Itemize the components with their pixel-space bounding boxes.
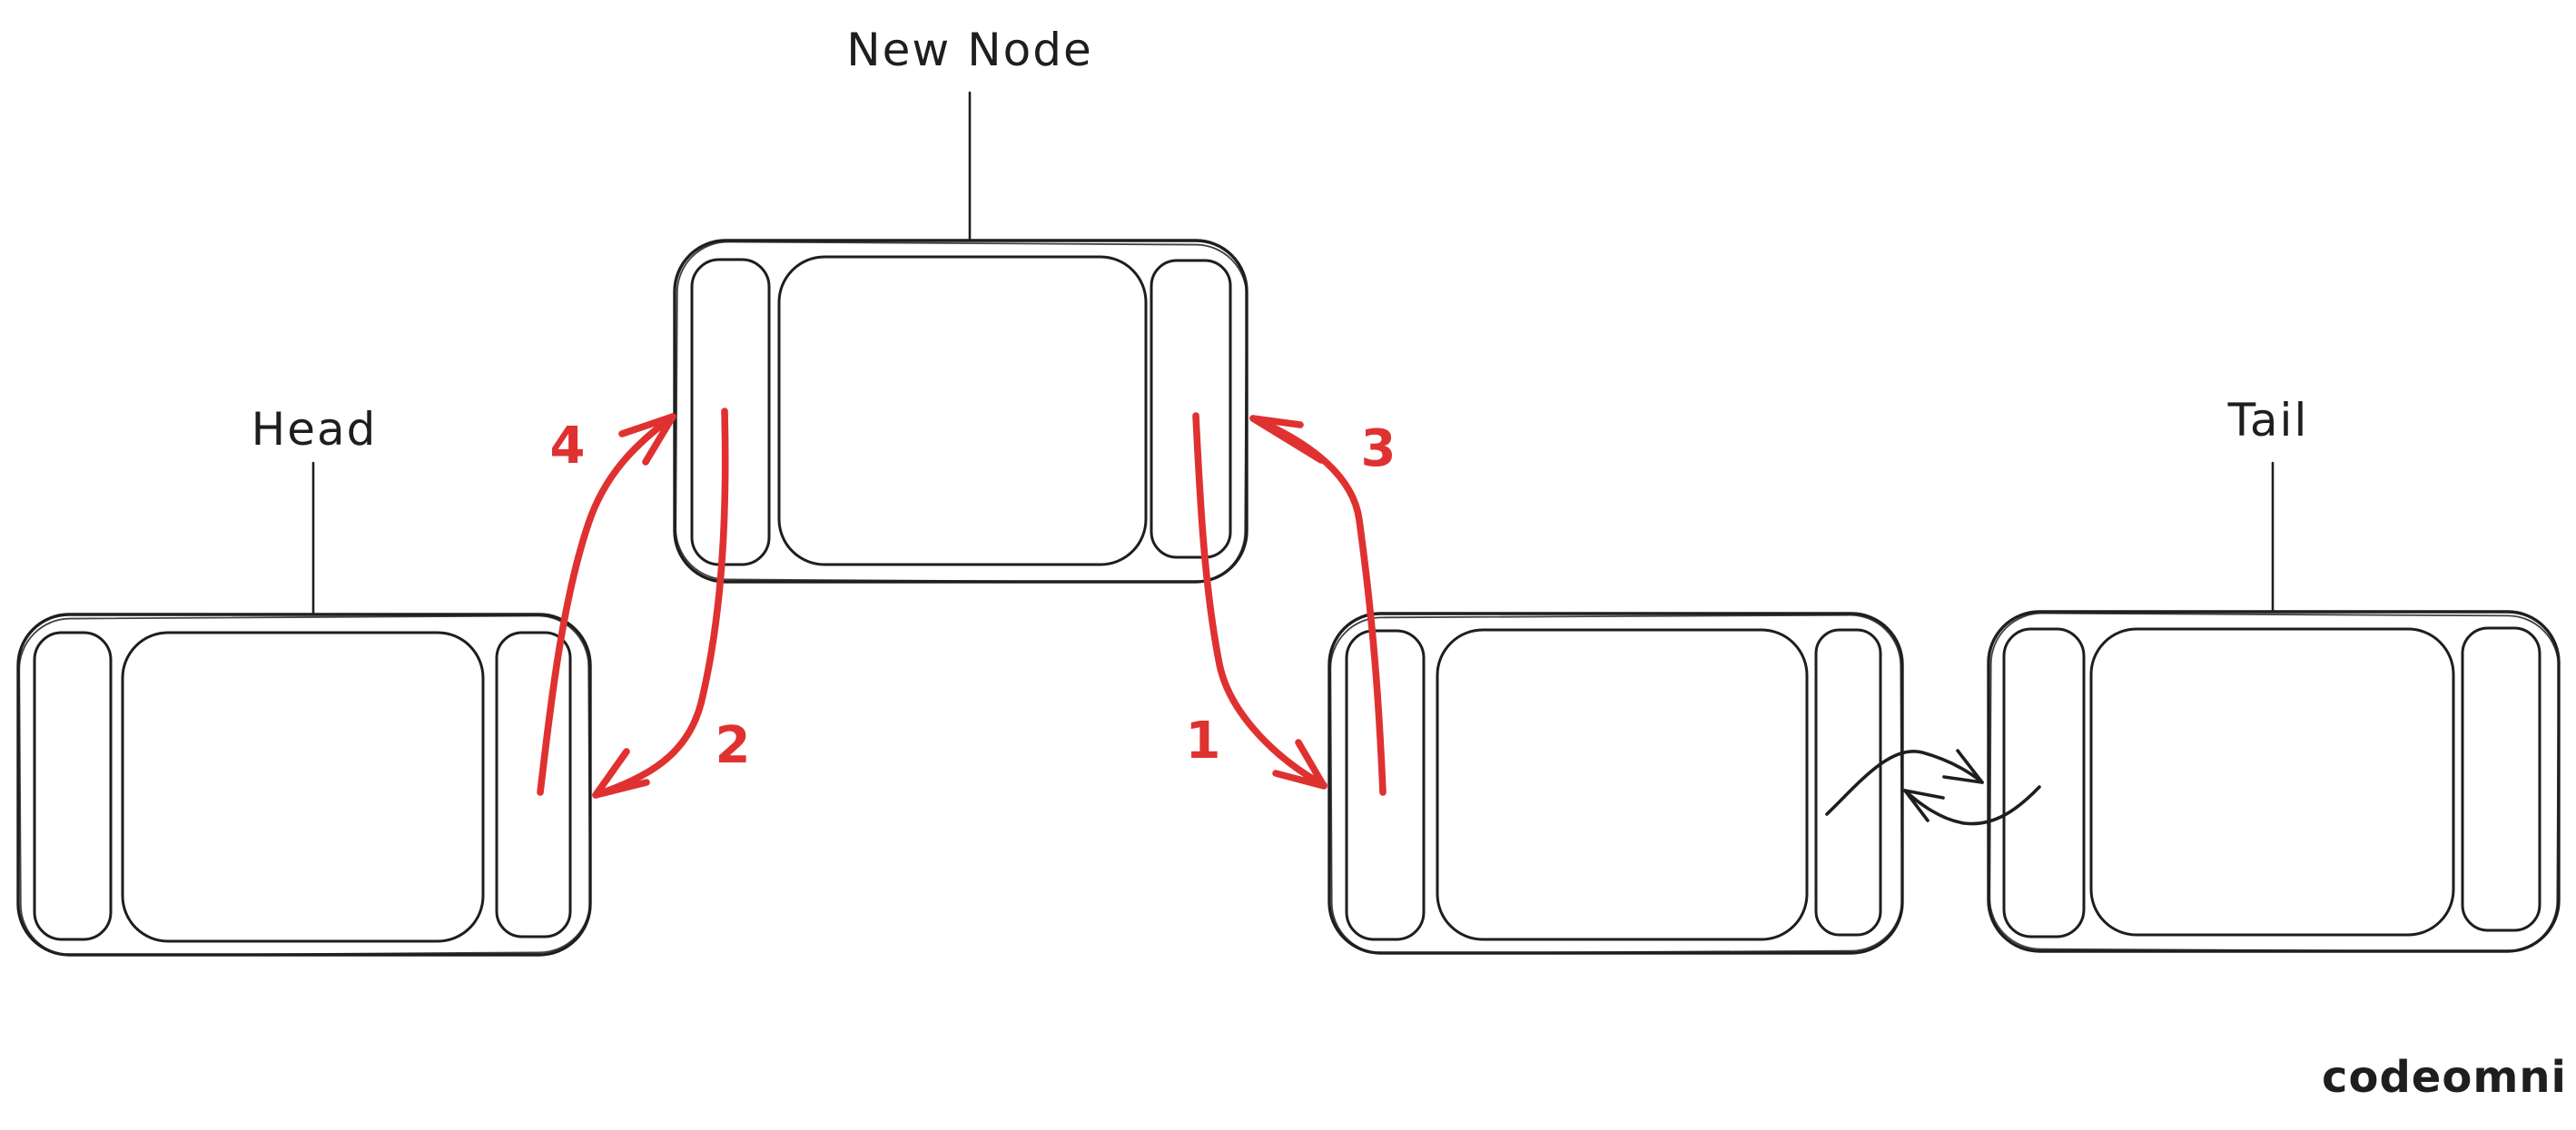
node-after-head-box-sketch-echo xyxy=(1329,614,1903,955)
step4-arrowhead xyxy=(618,413,676,466)
step4-label: 4 xyxy=(550,417,586,476)
new-node: New Node xyxy=(673,24,1249,584)
step2-arrowhead xyxy=(592,748,650,799)
step3-arrow xyxy=(1249,415,1387,796)
step1-label: 1 xyxy=(1186,712,1221,771)
head-data-slot xyxy=(121,631,485,943)
existing-link-arrows xyxy=(1825,749,2041,826)
tail-node-box-sketch-echo xyxy=(1989,612,2560,953)
next-pointer-arrowhead xyxy=(1942,749,1984,784)
new-node-prev-slot xyxy=(690,258,771,566)
new-node-data-slot xyxy=(777,255,1148,566)
step4-arrow xyxy=(537,413,676,796)
tail-data-slot xyxy=(2089,627,2455,937)
watermark-text: codeomni xyxy=(2322,1052,2567,1103)
step1-arrowhead xyxy=(1272,739,1327,790)
step3-arrowhead xyxy=(1249,415,1325,464)
tail-node-box xyxy=(1987,610,2561,953)
node-after-head xyxy=(1327,612,1904,955)
new-node-box-sketch-echo xyxy=(675,241,1248,584)
step1-arrow xyxy=(1192,412,1327,789)
prev-pointer-arrowhead xyxy=(1903,789,1945,822)
node-after-head-box xyxy=(1327,612,1904,955)
step3-label: 3 xyxy=(1361,419,1397,478)
head-next-slot xyxy=(495,631,572,938)
tail-node: Tail xyxy=(1987,394,2561,953)
head-node-box-sketch-echo xyxy=(18,614,591,957)
node-after-head-prev-slot xyxy=(1345,629,1426,941)
new-node-box xyxy=(673,239,1249,584)
node-after-head-data-slot xyxy=(1436,628,1809,941)
new-node-label: New Node xyxy=(846,24,1092,76)
tail-prev-slot xyxy=(2002,627,2086,938)
tail-next-slot xyxy=(2461,626,2541,932)
step-arrows: 1 2 3 4 xyxy=(537,408,1397,799)
new-node-next-slot xyxy=(1150,259,1232,559)
head-node-box xyxy=(16,613,592,957)
node-after-head-next-slot xyxy=(1814,628,1882,937)
tail-label: Tail xyxy=(2227,394,2309,447)
prev-pointer-arrow xyxy=(1903,785,2041,826)
step2-arrow xyxy=(592,408,729,799)
head-label: Head xyxy=(252,403,378,456)
head-node: Head xyxy=(16,403,592,957)
head-prev-slot xyxy=(33,631,113,941)
step2-label: 2 xyxy=(716,716,751,775)
next-pointer-arrow xyxy=(1825,749,1984,816)
